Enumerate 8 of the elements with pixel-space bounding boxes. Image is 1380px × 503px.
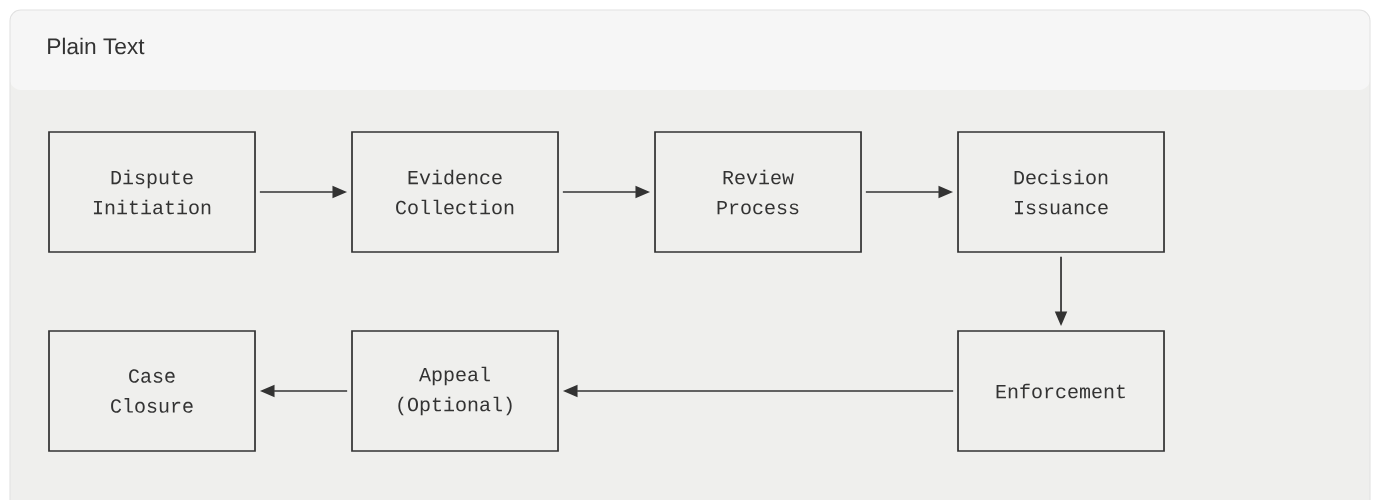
- process-box: Dispute Initiation: [48, 131, 256, 253]
- process-box: Appeal (Optional): [351, 330, 559, 452]
- card-title: Plain Text: [48, 37, 145, 55]
- process-box: Evidence Collection: [351, 131, 559, 253]
- process-box: Review Process: [654, 131, 862, 253]
- process-box: Decision Issuance: [957, 131, 1165, 253]
- process-box: Case Closure: [48, 330, 256, 452]
- process-box: Enforcement: [957, 330, 1165, 452]
